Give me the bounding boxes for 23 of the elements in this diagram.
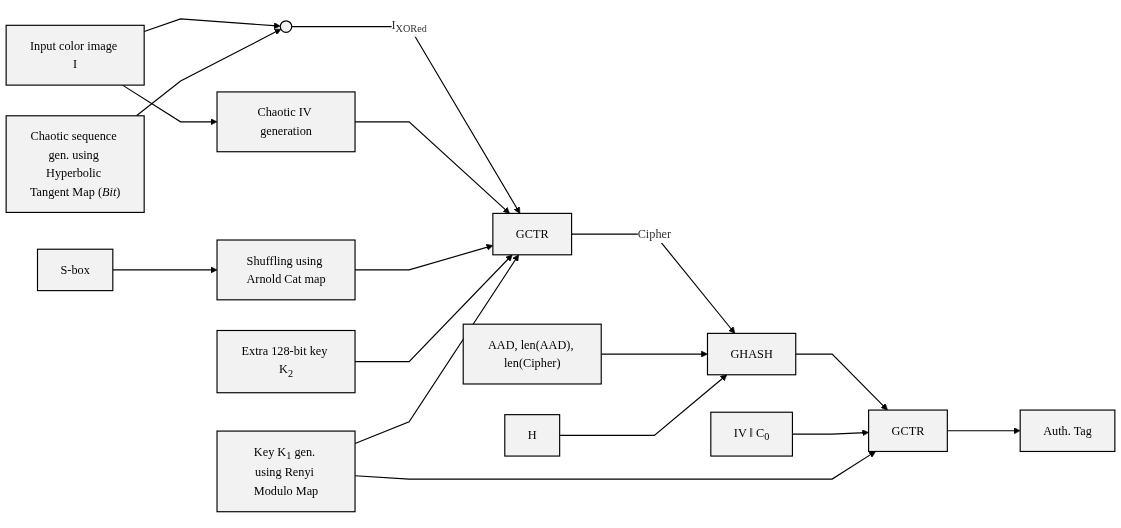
- node-circle: [279, 20, 293, 33]
- node-box: H: [504, 414, 561, 457]
- node-box: Input color image I: [5, 24, 145, 86]
- node-box: Extra 128-bit key K$_{2}$: [216, 330, 356, 394]
- node-box: GHASH: [706, 332, 797, 376]
- node-box: Chaotic IV generation: [216, 91, 356, 153]
- edge-label: Cipher: [637, 227, 672, 241]
- arrow: [121, 84, 218, 126]
- node-box: Shuffling using Arnold Cat map: [216, 239, 356, 301]
- node-box: GCTR: [868, 409, 948, 453]
- edge-label: I$_{XORed}$: [391, 18, 427, 35]
- node-box: Auth. Tag: [1019, 409, 1116, 453]
- node-box: Key K$_{1}$ gen. using Renyi Modulo Map: [216, 430, 356, 513]
- node-box: GCTR: [492, 212, 573, 256]
- arrow: [135, 28, 282, 117]
- node-box: Chaotic sequence gen. using Hyperbolic Tangent Map (Bit): [5, 115, 145, 214]
- arrow: [559, 374, 728, 436]
- arrow: [795, 353, 888, 411]
- node-box: S-box: [36, 248, 114, 292]
- node-box: AAD, len(AAD), len(Cipher): [462, 323, 602, 385]
- arrow: [112, 266, 218, 274]
- arrow: [291, 26, 521, 214]
- node-box: IV ‖ C$_{0}$: [710, 411, 793, 457]
